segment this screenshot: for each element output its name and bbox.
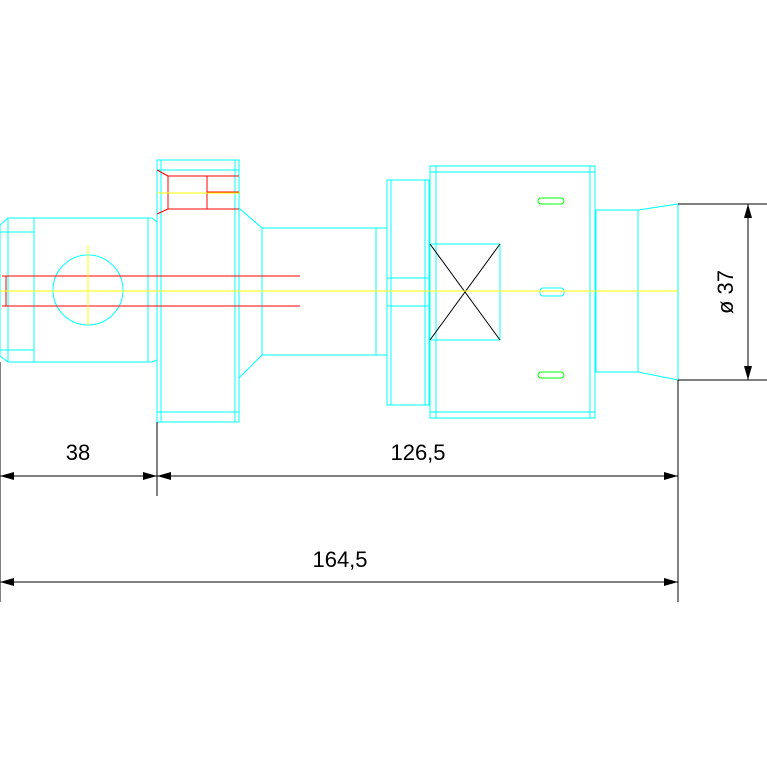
extension-lines xyxy=(0,362,679,602)
housing-section xyxy=(382,165,679,419)
square-drive xyxy=(429,243,501,341)
centerlines xyxy=(0,192,678,325)
dimension-38: 38 xyxy=(0,440,157,480)
hidden-lines xyxy=(2,169,300,307)
slot-top xyxy=(537,197,565,205)
length-label-126-5: 126,5 xyxy=(390,440,445,465)
dimension-164-5: 164,5 xyxy=(0,547,678,586)
diameter-dimension: ø 37 xyxy=(678,203,767,381)
diameter-label: ø 37 xyxy=(713,270,738,314)
length-label-38: 38 xyxy=(66,440,90,465)
length-label-164-5: 164,5 xyxy=(312,547,367,572)
left-cylinder-section xyxy=(0,217,158,363)
slot-middle xyxy=(539,287,565,297)
dimension-126-5: 126,5 xyxy=(157,440,678,480)
slot-bottom xyxy=(537,371,565,379)
